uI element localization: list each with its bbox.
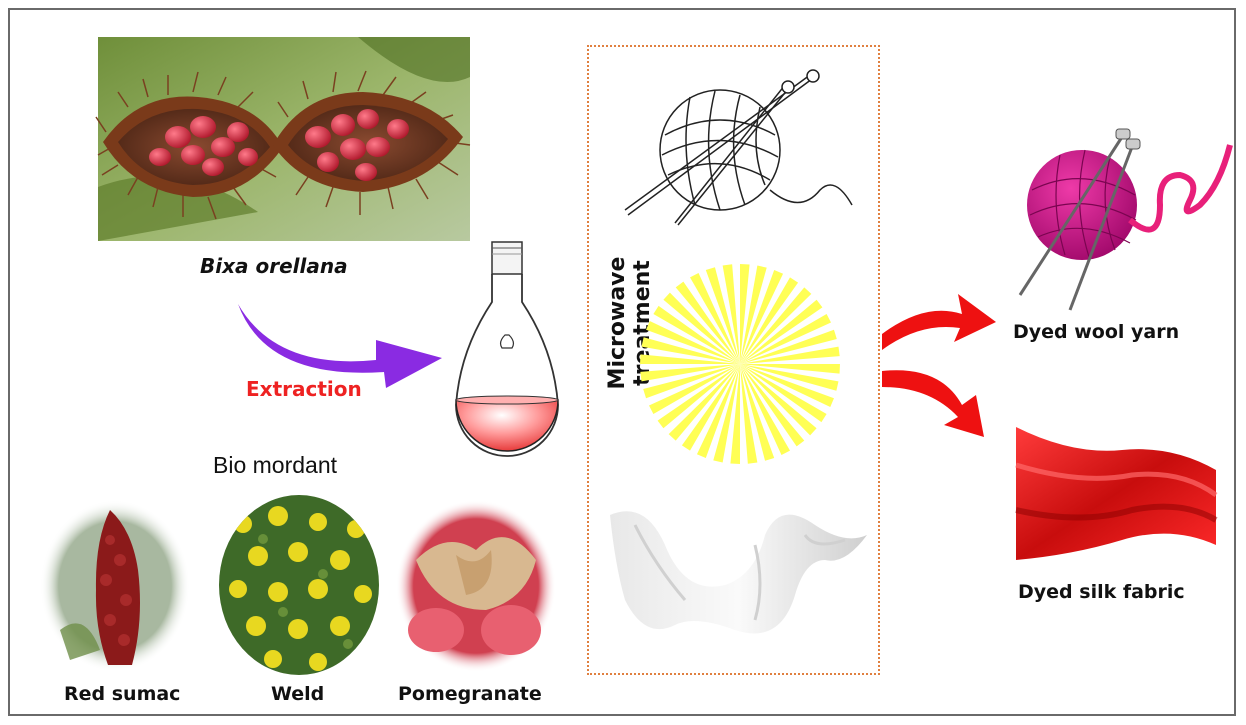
sun-ray xyxy=(740,364,840,374)
weld-photo xyxy=(218,494,380,676)
red-sumac-photo xyxy=(40,500,190,672)
dyed-yarn-icon xyxy=(1010,125,1235,315)
red-sumac-label: Red sumac xyxy=(64,683,180,705)
sun-ray xyxy=(640,354,740,364)
pomegranate-photo xyxy=(396,500,556,672)
silk-cloth-icon xyxy=(605,505,870,650)
dyed-wool-label: Dyed wool yarn xyxy=(1013,321,1179,343)
bio-mordant-heading: Bio mordant xyxy=(213,452,337,479)
flask-icon xyxy=(450,240,565,470)
output-arrow-silk xyxy=(880,365,1000,440)
sun-ray xyxy=(740,264,750,364)
dyed-silk-icon xyxy=(1012,425,1220,565)
sunburst-icon xyxy=(640,262,840,466)
pomegranate-label: Pomegranate xyxy=(398,683,542,705)
sun-ray xyxy=(730,364,740,464)
output-arrow-wool xyxy=(880,292,1000,362)
wool-yarn-icon xyxy=(620,65,855,225)
bixa-label: Bixa orellana xyxy=(200,254,348,278)
weld-label: Weld xyxy=(271,683,324,705)
annatto-pod-photo xyxy=(98,37,470,241)
extraction-label: Extraction xyxy=(246,377,362,401)
dyed-silk-label: Dyed silk fabric xyxy=(1018,581,1185,603)
